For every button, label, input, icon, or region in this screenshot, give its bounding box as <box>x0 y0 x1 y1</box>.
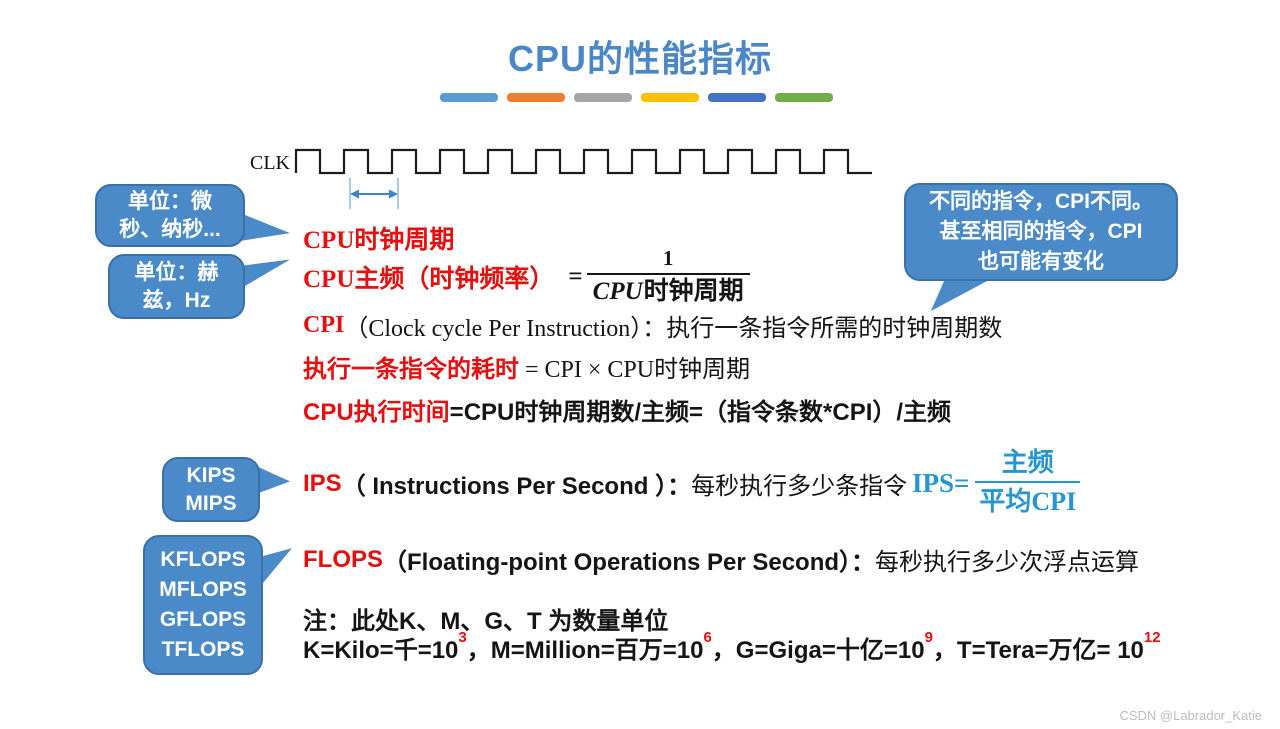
ips-term: IPS <box>303 469 342 497</box>
divider-bar <box>775 93 833 102</box>
cpi-term: CPI <box>303 312 345 338</box>
note-seg: ，G=Giga=十亿=10 <box>711 637 925 664</box>
equals-sign: = <box>568 263 583 290</box>
page-title: CPU的性能指标 <box>507 38 772 79</box>
ips-formula-lhs: IPS= <box>912 468 970 499</box>
bubble-line: MFLOPS <box>159 578 247 601</box>
fraction-numerator: 1 <box>662 245 674 270</box>
ips-english: （ Instructions Per Second ）： <box>341 473 692 500</box>
bubble-cpi-note: 不同的指令，CPI不同。 甚至相同的指令，CPI 也可能有变化 <box>904 183 1178 281</box>
clock-cycle-term: CPU时钟周期 <box>303 227 455 254</box>
bubble-ips-units-tail <box>256 466 290 494</box>
bubble-flops-units: KFLOPS MFLOPS GFLOPS TFLOPS <box>143 535 263 675</box>
line-cpu-exec-time: CPU执行时间 =CPU时钟周期数/主频=（指令条数*CPI）/主频 <box>303 392 951 427</box>
bubble-line: MIPS <box>185 491 237 515</box>
divider-bar <box>440 93 498 102</box>
frequency-fraction: 1 CPU时钟周期 <box>586 245 750 307</box>
flops-english: （Floating-point Operations Per Second）： <box>383 549 876 576</box>
clk-waveform-path <box>294 148 872 175</box>
line-flops-definition: FLOPS （Floating-point Operations Per Sec… <box>303 542 1139 577</box>
clk-label: CLK <box>250 152 290 174</box>
bubble-line: 甚至相同的指令，CPI <box>939 220 1143 243</box>
cpu-exec-time-formula: =CPU时钟周期数/主频=（指令条数*CPI）/主频 <box>449 399 952 426</box>
note-exponent: 12 <box>1143 629 1161 646</box>
line-cpu-frequency: CPU主频（时钟频率） = 1 CPU时钟周期 <box>303 246 750 308</box>
note-exponent: 9 <box>924 629 933 646</box>
frequency-term: CPU主频（时钟频率） <box>303 266 555 293</box>
divider-bar <box>507 93 565 102</box>
fraction-denominator: CPU时钟周期 <box>586 272 750 307</box>
bubble-line: 单位：赫 <box>134 260 219 284</box>
bubble-line: KFLOPS <box>160 548 246 571</box>
note-exponent: 6 <box>703 629 712 646</box>
watermark: CSDN @Labrador_Katie <box>1119 708 1262 723</box>
ips-formula: IPS= 主频 平均CPI <box>912 448 1081 517</box>
bubble-unit-time-tail <box>240 213 290 241</box>
cpi-definition-text: （Clock cycle Per Instruction）：执行一条指令所需的时… <box>344 316 1003 342</box>
clock-period-marker <box>349 178 399 209</box>
note-seg: ，M=Million=百万=10 <box>466 637 704 664</box>
ips-chinese: 每秒执行多少条指令 <box>691 474 908 500</box>
note-exponent: 3 <box>458 629 467 646</box>
bubble-line: 秒、纳秒... <box>119 217 221 241</box>
note-seg: ，T=Tera=万亿= 10 <box>932 637 1144 664</box>
divider-bar <box>641 93 699 102</box>
ips-formula-fraction: 主频 平均CPI <box>975 448 1081 517</box>
line-cpu-clock-cycle: CPU时钟周期 <box>303 220 454 256</box>
bubble-line: 不同的指令，CPI不同。 <box>928 190 1153 213</box>
bubble-ips-units: KIPS MIPS <box>162 457 260 522</box>
clock-waveform <box>294 148 872 175</box>
line-cpi-definition: CPI （Clock cycle Per Instruction）：执行一条指令… <box>303 308 1002 343</box>
bubble-line: 单位：微 <box>128 189 212 213</box>
note-seg: K=Kilo=千=10 <box>303 637 459 664</box>
flops-chinese: 每秒执行多少次浮点运算 <box>875 550 1140 576</box>
bubble-cpi-note-tail <box>930 277 995 311</box>
divider-bar <box>708 93 766 102</box>
bubble-line: GFLOPS <box>159 608 247 631</box>
bubble-line: TFLOPS <box>161 638 245 661</box>
cpu-exec-time-term: CPU执行时间 <box>303 399 450 426</box>
divider-bars <box>440 93 833 102</box>
ips-fraction-denominator: 平均CPI <box>975 481 1081 517</box>
bubble-unit-freq: 单位：赫 兹，Hz <box>108 254 245 319</box>
bubble-line: KIPS <box>186 463 236 487</box>
ips-fraction-numerator: 主频 <box>1001 448 1054 477</box>
bubble-line: 也可能有变化 <box>978 250 1104 273</box>
instruction-time-term: 执行一条指令的耗时 <box>303 357 519 383</box>
bubble-unit-freq-tail <box>240 259 290 289</box>
instruction-time-formula: = CPI × CPU时钟周期 <box>519 357 751 383</box>
denominator-italic: CPU <box>592 277 643 305</box>
line-note-title: 注：此处K、M、G、T 为数量单位 <box>303 608 669 635</box>
bubble-line: 兹，Hz <box>142 288 211 312</box>
bubble-flops-units-tail <box>258 548 292 589</box>
flops-term: FLOPS <box>303 545 384 573</box>
line-ips-definition: IPS （ Instructions Per Second ）： 每秒执行多少条… <box>303 466 907 501</box>
divider-bar <box>574 93 632 102</box>
bubble-unit-time: 单位：微 秒、纳秒... <box>95 184 245 247</box>
denominator-text: 时钟周期 <box>643 277 744 305</box>
line-instruction-time: 执行一条指令的耗时 = CPI × CPU时钟周期 <box>303 349 750 384</box>
